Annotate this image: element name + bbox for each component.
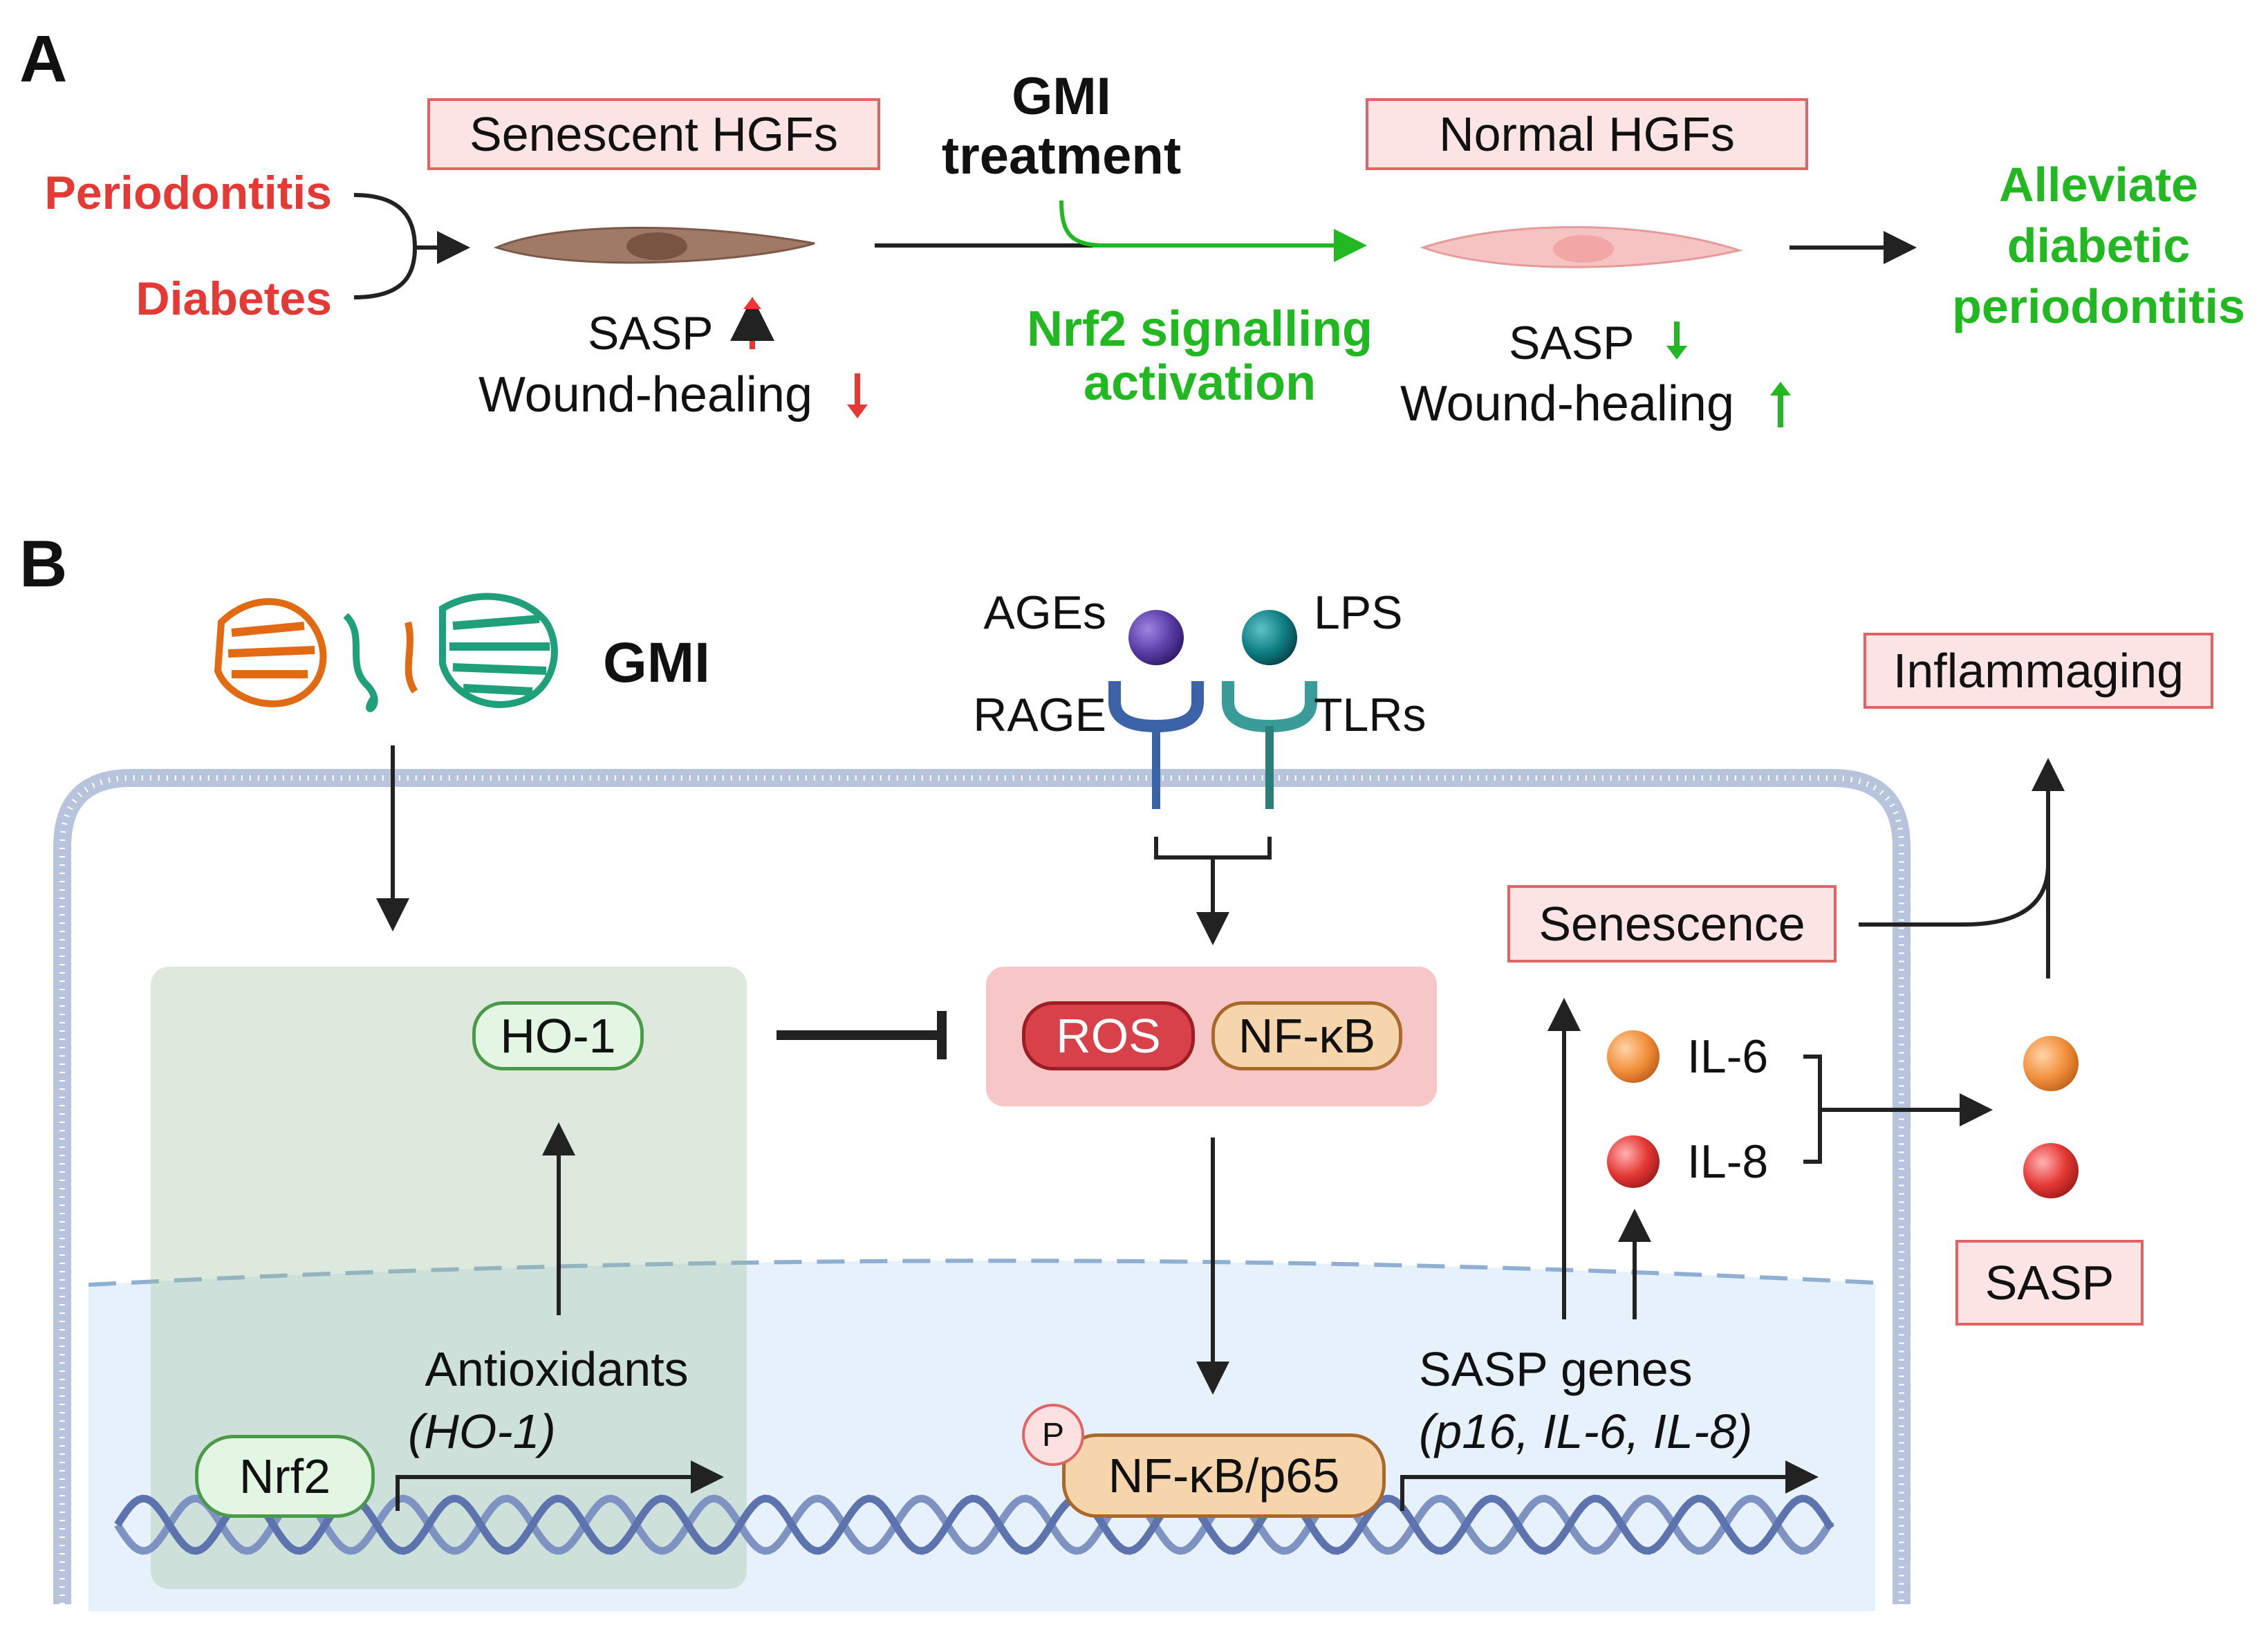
- activation-label-line2: activation: [1083, 355, 1317, 411]
- nfkb-transcription-arrow: [1400, 1460, 1819, 1511]
- lps-ligand: [1242, 610, 1297, 665]
- il6-label: IL-6: [1687, 1030, 1769, 1083]
- nrf2-pathway-region: [151, 967, 747, 1589]
- rage-receptor: [1108, 681, 1204, 809]
- inflammaging-box: Inflammaging: [1863, 633, 2213, 709]
- tlrs-label: TLRs: [1314, 689, 1426, 741]
- activation-label-line1: Nrf2 signalling: [1026, 301, 1373, 357]
- ho1-protein: HO-1: [472, 1001, 644, 1070]
- nrf2-protein: Nrf2: [195, 1435, 375, 1518]
- il8-cytokine: [1607, 1135, 1660, 1188]
- normal-hgfs-box: Normal HGFs: [1366, 98, 1808, 170]
- phosphorylation-marker: P: [1022, 1404, 1084, 1466]
- gmi-label: GMI: [603, 631, 710, 694]
- outcome-line1: Alleviate: [1999, 158, 2198, 212]
- nfkb-p65-protein: NF-κB/p65: [1062, 1433, 1386, 1518]
- dna-helix: [114, 1494, 1834, 1555]
- tlr-receptor: [1222, 681, 1317, 809]
- gmi-protein-icon: [214, 593, 558, 712]
- senescence-box: Senescence: [1507, 885, 1837, 963]
- ages-label: AGEs: [983, 586, 1106, 639]
- nfkb-pill: NF-κB: [1211, 1001, 1402, 1070]
- senescence-to-inflammaging-curve: [1859, 867, 2050, 927]
- antioxidants-label: Antioxidants: [425, 1342, 689, 1396]
- il6-cytokine: [1607, 1030, 1660, 1083]
- sasp-box: SASP: [1955, 1240, 2144, 1326]
- input-periodontitis: Periodontitis: [44, 167, 332, 219]
- sasp-genes-label: SASP genes: [1419, 1342, 1693, 1396]
- nuclear-envelope: [88, 1259, 1876, 1287]
- sasp-genes-list: (p16, IL-6, IL-8): [1419, 1404, 1753, 1458]
- panel-b-letter: B: [19, 527, 68, 601]
- treatment-label-line2: treatment: [941, 127, 1182, 185]
- nrf2-transcription-arrow: [396, 1460, 724, 1511]
- merge-bracket: [353, 193, 418, 299]
- sasp-il6-cytokine: [2023, 1036, 2079, 1091]
- panel-a-graphics: [353, 193, 1917, 427]
- sasp-il8-cytokine: [2023, 1143, 2079, 1198]
- ages-ligand: [1128, 610, 1184, 665]
- receptor-merge-bracket: [1154, 837, 1272, 860]
- senescent-sasp-label: SASP: [588, 307, 714, 360]
- il8-label: IL-8: [1687, 1135, 1769, 1188]
- gmi-input-curve: [1059, 200, 1107, 248]
- outcome-line3: periodontitis: [1952, 279, 2245, 333]
- normal-sasp-label: SASP: [1509, 317, 1635, 369]
- lps-label: LPS: [1314, 586, 1403, 639]
- outcome-line2: diabetic: [2007, 219, 2191, 272]
- normal-cell-nucleus: [1553, 235, 1614, 263]
- treatment-label-line1: GMI: [1012, 67, 1111, 126]
- rage-label: RAGE: [973, 689, 1106, 741]
- cytokine-bracket: [1803, 1055, 1822, 1164]
- input-diabetes: Diabetes: [136, 272, 332, 325]
- cell-membrane: [53, 769, 1911, 1604]
- normal-wound-label: Wound-healing: [1400, 376, 1735, 431]
- panel-a-letter: A: [19, 22, 68, 96]
- antioxidants-gene-label: (HO-1): [408, 1404, 556, 1458]
- senescent-wound-label: Wound-healing: [478, 367, 813, 423]
- ros-pill: ROS: [1022, 1001, 1195, 1070]
- senescent-hgfs-box: Senescent HGFs: [427, 98, 880, 170]
- senescent-cell-nucleus: [626, 232, 687, 260]
